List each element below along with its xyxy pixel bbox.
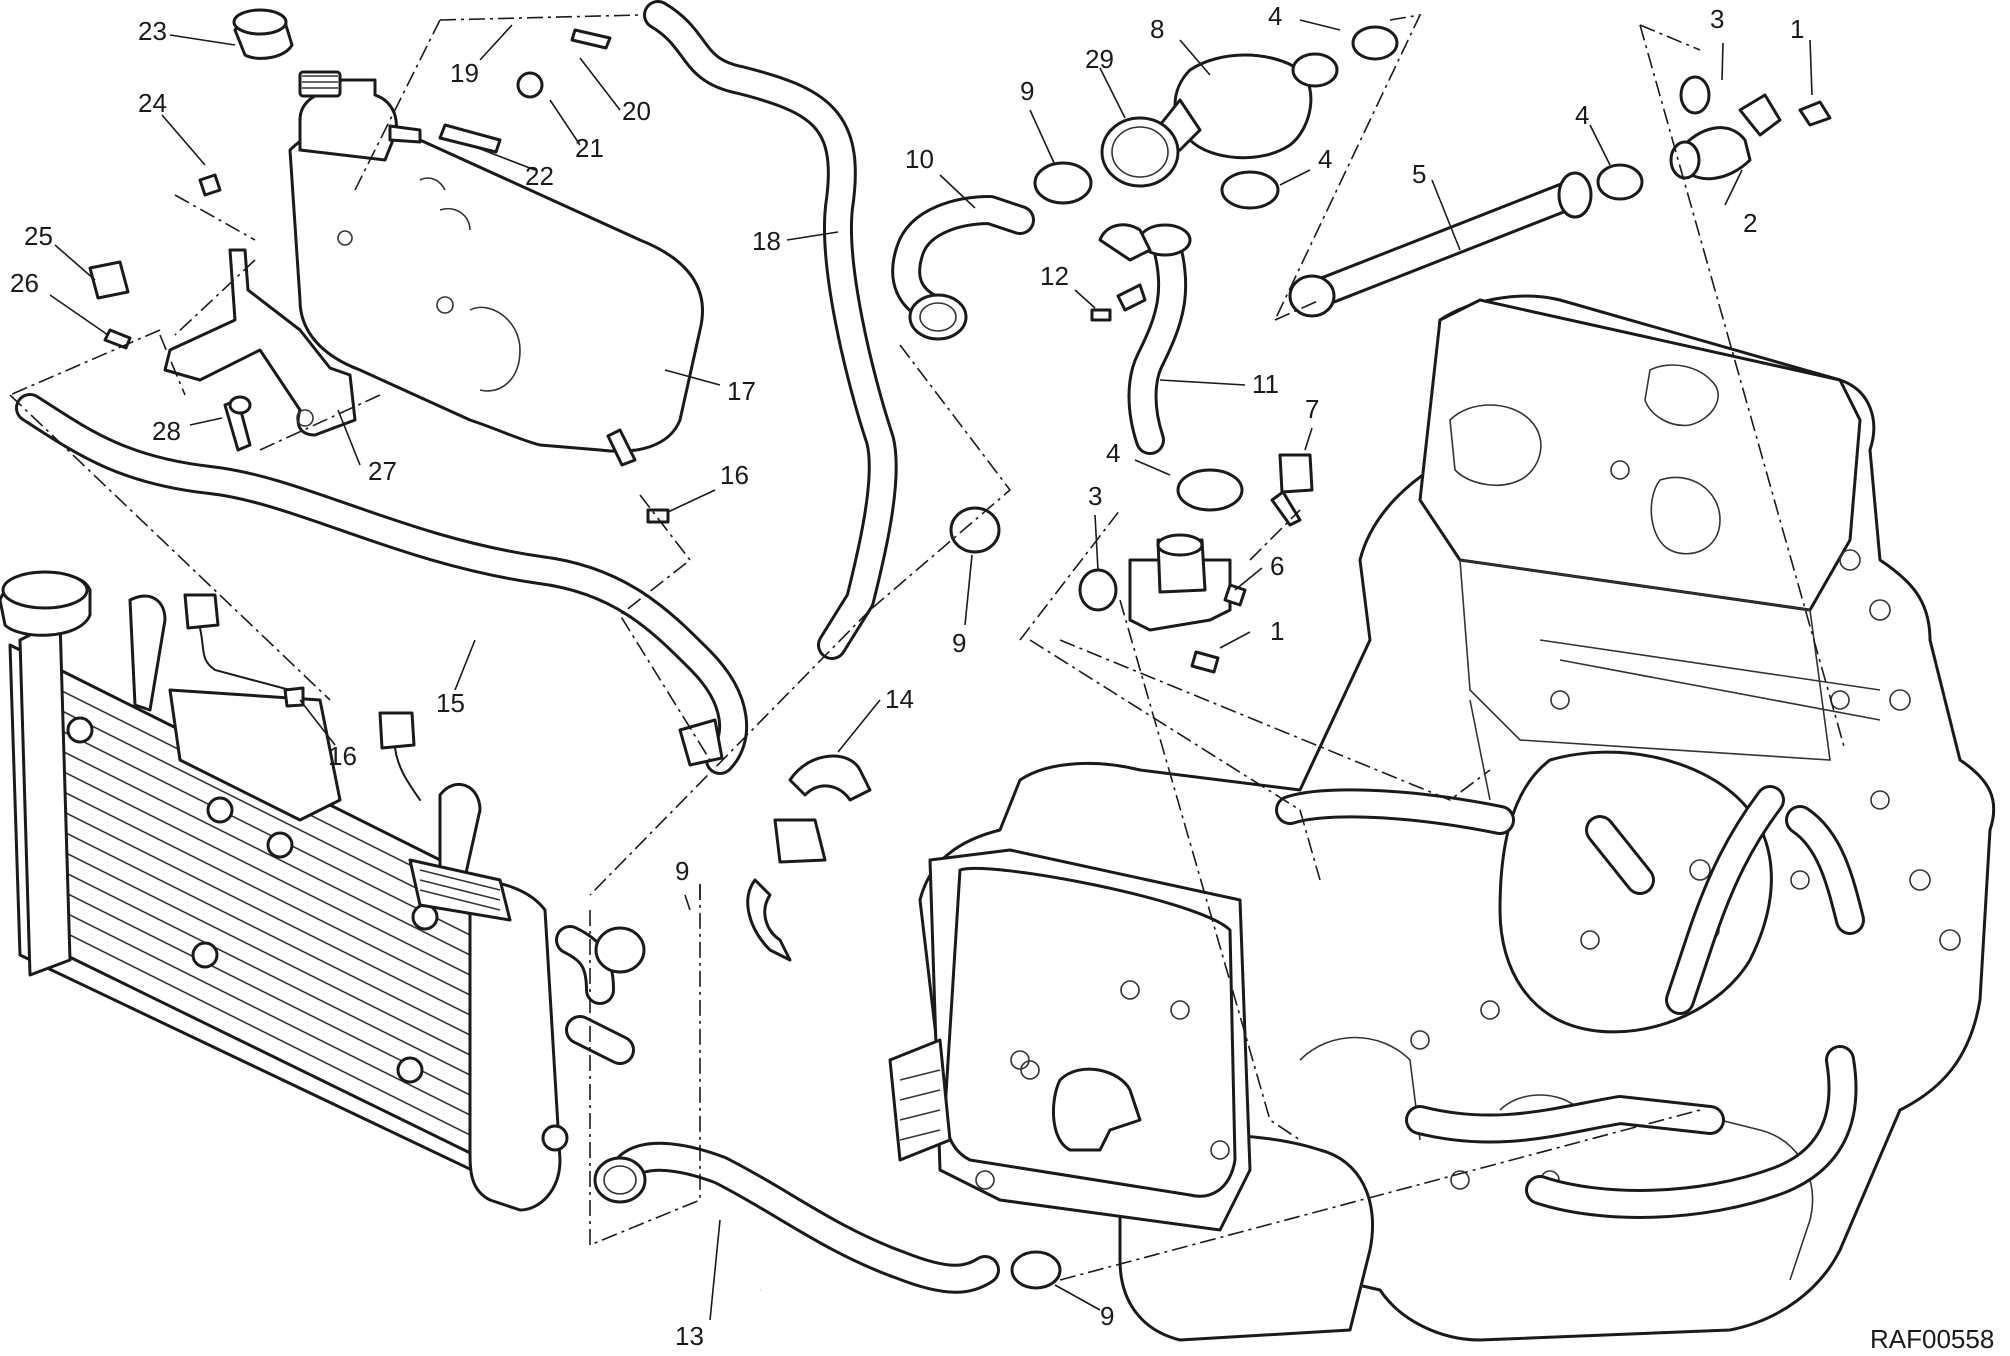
thermostat-seal-ring [1100, 116, 1180, 188]
radiator [0, 570, 635, 1212]
callout-7: 7 [1305, 394, 1319, 424]
callout-26: 26 [10, 268, 39, 298]
callout-4-c: 4 [1575, 100, 1589, 130]
overflow-hose [643, 0, 898, 660]
upper-radiator-hose [891, 195, 1035, 341]
radiator-breather-hose [15, 393, 749, 775]
callout-9-c: 9 [675, 856, 689, 886]
callout-4-d: 4 [1106, 438, 1120, 468]
callout-1-b: 1 [1270, 616, 1284, 646]
callout-5: 5 [1412, 159, 1426, 189]
callout-11: 11 [1252, 369, 1279, 399]
callout-29: 29 [1085, 44, 1114, 74]
callout-14: 14 [885, 684, 914, 714]
small-hardware [88, 28, 1832, 708]
diagram-reference-code: RAF00558 [1870, 1324, 1994, 1354]
leader-lines [49, 19, 1813, 1321]
thermostat-housing [1128, 533, 1247, 632]
callout-24: 24 [138, 88, 167, 118]
callout-16-b: 16 [328, 741, 357, 771]
engine-side-cover [888, 848, 1252, 1232]
hose-retaining-clip [746, 754, 872, 962]
head-coolant-fitting [1669, 93, 1782, 181]
callout-20: 20 [622, 96, 651, 126]
callout-22: 22 [525, 161, 554, 191]
callout-6: 6 [1270, 551, 1284, 581]
callout-4-b: 4 [1318, 144, 1332, 174]
callout-13: 13 [675, 1321, 704, 1351]
callout-1-a: 1 [1790, 14, 1804, 44]
callout-9-d: 9 [1100, 1301, 1114, 1331]
tank-bracket [163, 248, 357, 437]
hose-clamps [594, 25, 1711, 1290]
callout-12: 12 [1040, 261, 1069, 291]
callout-2: 2 [1743, 208, 1757, 238]
callout-27: 27 [368, 456, 397, 486]
callout-labels: 1 1 2 3 3 4 4 4 4 5 6 7 8 9 9 9 9 10 11 … [10, 1, 1804, 1351]
callout-9-a: 9 [1020, 76, 1034, 106]
engine-coolant-pipes [1275, 785, 1865, 1219]
cylinder-head-hose [1288, 171, 1593, 318]
callout-16-a: 16 [720, 460, 749, 490]
callout-8: 8 [1150, 14, 1164, 44]
expansion-tank [288, 70, 704, 467]
callout-9-b: 9 [952, 628, 966, 658]
callout-19: 19 [450, 58, 479, 88]
callout-18: 18 [752, 226, 781, 256]
assembly-lines [9, 13, 1846, 1281]
callout-3-b: 3 [1088, 481, 1102, 511]
tank-cap [232, 8, 294, 60]
temperature-sensor [1270, 453, 1314, 527]
callout-15: 15 [436, 688, 465, 718]
callout-10: 10 [905, 144, 934, 174]
callout-4-a: 4 [1268, 1, 1282, 31]
callout-25: 25 [24, 221, 53, 251]
callout-28: 28 [152, 416, 181, 446]
callout-23: 23 [138, 16, 167, 46]
callout-3-a: 3 [1710, 4, 1724, 34]
callout-21: 21 [575, 133, 604, 163]
lower-radiator-hose [593, 1141, 1000, 1294]
callout-17: 17 [727, 376, 756, 406]
thermostat-outlet-pipe [1098, 223, 1192, 455]
